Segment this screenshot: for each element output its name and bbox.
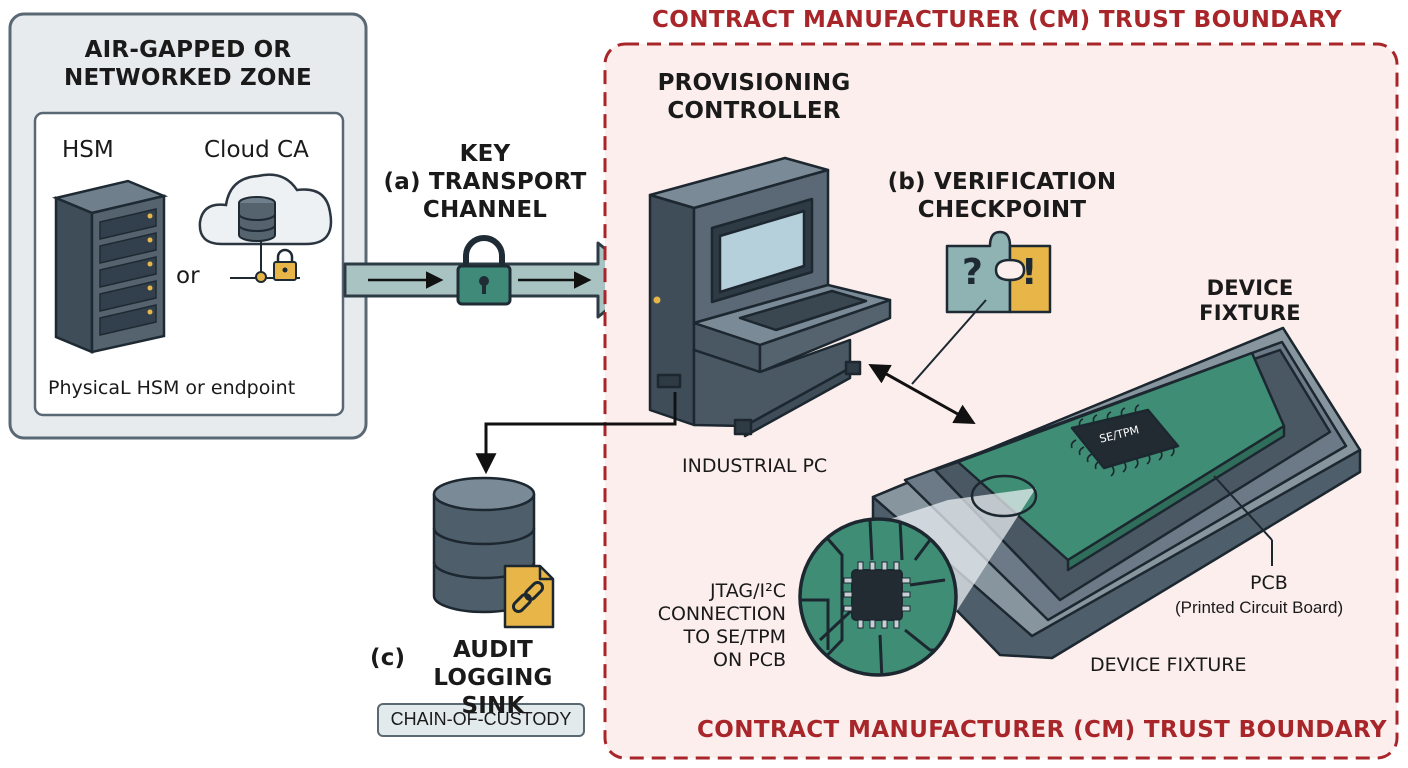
hsm-rack-icon bbox=[51, 179, 169, 354]
cm-boundary-title-top: CONTRACT MANUFACTURER (CM) TRUST BOUNDAR… bbox=[652, 7, 1342, 33]
chain-of-custody-badge-box bbox=[377, 703, 585, 737]
chain-of-custody-badge: CHAIN-OF-CUSTODY bbox=[390, 709, 572, 729]
pcb-leader-1 bbox=[1213, 475, 1273, 541]
cm-boundary-title-bottom: CONTRACT MANUFACTURER (CM) TRUST BOUNDAR… bbox=[697, 717, 1387, 743]
provisioning-controller-title: PROVISIONING CONTROLLER bbox=[657, 70, 851, 124]
hsm-label: HSM bbox=[62, 137, 114, 163]
cloud-ca-icon bbox=[198, 173, 333, 283]
puzzle-question-mark: ? bbox=[962, 252, 983, 293]
puzzle-exclamation-mark: ! bbox=[1021, 252, 1038, 293]
controller-fixture-link bbox=[868, 363, 976, 425]
jtag-connection-label: JTAG/I²C CONNECTION TO SE/TPM ON PCB bbox=[657, 580, 786, 671]
puzzle-verification-icon bbox=[945, 230, 1052, 314]
secure-zone-caption: PhysicaL HSM or endpoint bbox=[48, 377, 296, 399]
device-fixture-caption: DEVICE FIXTURE bbox=[1090, 654, 1247, 676]
pcb-sublabel: (Printed Circuit Board) bbox=[1175, 598, 1344, 617]
audit-prefix: (c) bbox=[370, 645, 406, 671]
pcb-label: PCB bbox=[1250, 572, 1288, 594]
zoom-spot bbox=[970, 474, 1038, 518]
device-fixture-icon bbox=[871, 326, 1362, 660]
magnified-chip-view bbox=[798, 517, 958, 677]
industrial-pc-icon bbox=[648, 156, 892, 438]
device-fixture-title: DEVICE FIXTURE bbox=[1199, 276, 1301, 325]
padlock-icon bbox=[456, 235, 512, 306]
audit-logging-title: AUDIT LOGGING SINK bbox=[433, 637, 553, 719]
or-label: or bbox=[176, 263, 200, 289]
chain-link-icon bbox=[511, 580, 545, 614]
chip-pins bbox=[1070, 404, 1175, 477]
power-led-icon bbox=[653, 296, 661, 304]
industrial-pc-caption: INDUSTRIAL PC bbox=[682, 455, 828, 477]
key-transport-title: KEY (a) TRANSPORT CHANNEL bbox=[383, 141, 587, 223]
cloud-ca-label: Cloud CA bbox=[204, 137, 309, 163]
secure-zone-title: AIR-GAPPED OR NETWORKED ZONE bbox=[64, 37, 312, 91]
controller-audit-link bbox=[475, 392, 677, 475]
verification-checkpoint-title: (b) VERIFICATION CHECKPOINT bbox=[887, 169, 1117, 223]
